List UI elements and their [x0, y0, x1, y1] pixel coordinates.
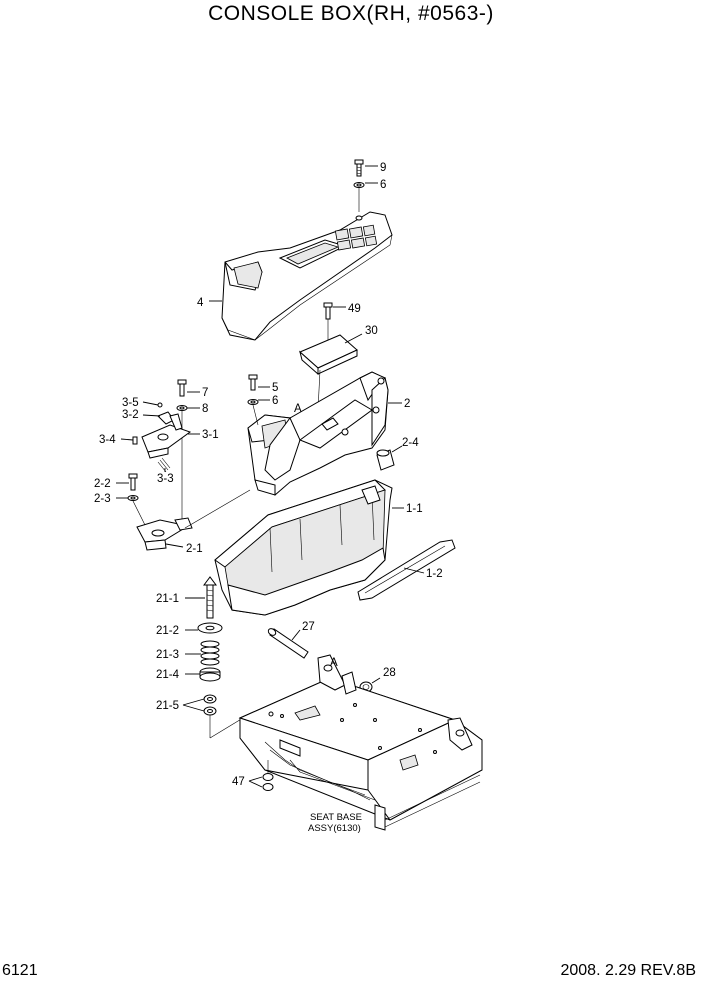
label-6: 6 — [380, 179, 386, 191]
label-4: 4 — [197, 297, 204, 309]
screw-9 — [354, 159, 364, 177]
label-21-5: 21-5 — [156, 700, 179, 712]
seat-base-label-line2: ASSY(6130) — [308, 823, 361, 834]
label-21-4: 21-4 — [156, 669, 180, 681]
label-1-2: 1-2 — [426, 568, 443, 580]
pin-27 — [267, 628, 309, 659]
nuts-21-5 — [203, 694, 217, 716]
washer-8 — [176, 405, 188, 411]
label-7: 7 — [202, 387, 208, 399]
label-2-2: 2-2 — [94, 478, 111, 490]
label-a-top: A — [294, 403, 302, 415]
washer-2-3 — [127, 495, 139, 501]
washer-21-2 — [197, 622, 223, 634]
label-1-1: 1-1 — [406, 503, 423, 515]
label-21-1: 21-1 — [156, 593, 179, 605]
label-3-2: 3-2 — [122, 409, 139, 421]
label-28: 28 — [383, 667, 396, 679]
label-21-3: 21-3 — [156, 649, 179, 661]
label-5: 5 — [272, 382, 278, 394]
label-47: 47 — [232, 776, 245, 788]
label-3-1: 3-1 — [202, 429, 219, 441]
label-6b: 6 — [272, 395, 278, 407]
bolt-49 — [323, 302, 333, 320]
label-49: 49 — [348, 303, 361, 315]
page-number: 6121 — [2, 962, 38, 979]
side-trim-1-2 — [357, 539, 456, 601]
bolt-21-1 — [203, 576, 217, 619]
nuts-47 — [262, 773, 274, 791]
label-3-5: 3-5 — [122, 397, 139, 409]
label-2-3: 2-3 — [94, 493, 111, 505]
bracket-assembly-3 — [132, 402, 192, 459]
stopper-2-4 — [376, 449, 395, 471]
label-27: 27 — [302, 621, 315, 633]
revision-date: 2008. 2.29 REV.8B — [560, 962, 696, 979]
label-21-2: 21-2 — [156, 625, 179, 637]
washer-6b — [247, 399, 259, 405]
label-2: 2 — [404, 398, 410, 410]
label-3-3: 3-3 — [157, 473, 174, 485]
spring-pin-3-3 — [157, 457, 171, 473]
label-30: 30 — [365, 325, 378, 337]
bolt-7 — [177, 379, 187, 397]
seat-base-assy — [238, 654, 483, 831]
bracket-30 — [299, 334, 358, 376]
seat-base-label-line1: SEAT BASE — [310, 812, 362, 823]
bracket-plate-2-1 — [136, 517, 193, 551]
bolt-2-2 — [128, 473, 138, 491]
spring-21-3 — [200, 640, 220, 666]
washer-6 — [353, 182, 365, 188]
console-top-cover-4 — [221, 211, 393, 341]
console-frame-2 — [247, 371, 389, 496]
label-9: 9 — [380, 162, 386, 174]
page-title: CONSOLE BOX(RH, #0563-) — [208, 2, 494, 25]
label-3-4: 3-4 — [99, 434, 116, 446]
bushing-21-4 — [199, 667, 221, 682]
console-box-1-1 — [214, 479, 393, 616]
label-2-1: 2-1 — [186, 543, 203, 555]
bolt-5 — [248, 374, 258, 391]
label-a-bottom: A — [330, 657, 338, 669]
label-2-4: 2-4 — [402, 437, 419, 449]
label-8: 8 — [202, 403, 208, 415]
